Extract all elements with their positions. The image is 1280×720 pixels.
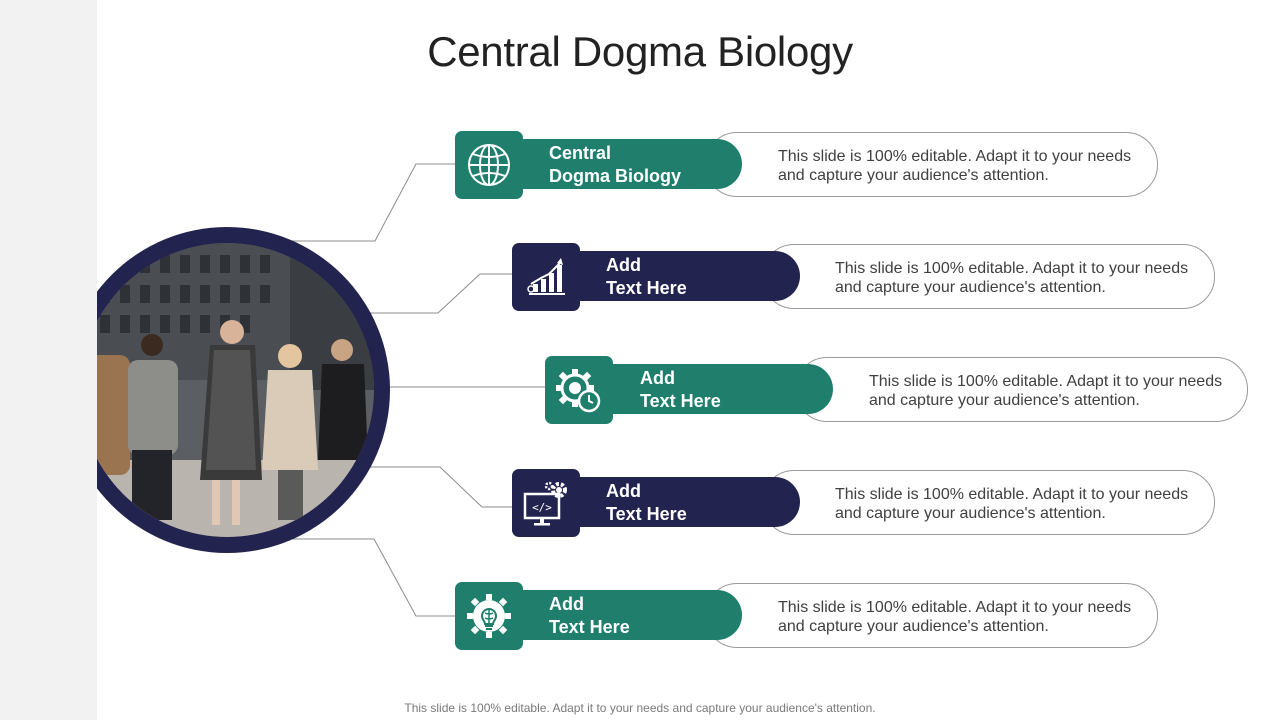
description-line-1: This slide is 100% editable. Adapt it to… [835,260,1189,277]
description-text: This slide is 100% editable. Adapt it to… [869,372,1222,410]
list-item: This slide is 100% editable. Adapt it to… [512,469,1217,537]
list-item: This slide is 100% editable. Adapt it to… [455,131,1160,199]
business-people-walking-photo [97,227,390,553]
item-label-line-2: Text Here [606,504,687,524]
description-text: This slide is 100% editable. Adapt it to… [835,259,1188,297]
item-label-line-2: Text Here [640,391,721,411]
code-monitor-icon: </> [523,481,567,526]
label-bar [605,364,833,414]
description-line-2: and capture your audience's attention. [835,505,1106,522]
item-label-line-1: Central [549,143,612,163]
item-label-line-1: Add [606,481,641,501]
description-pill: This slide is 100% editable. Adapt it to… [762,244,1215,309]
description-text: This slide is 100% editable. Adapt it to… [778,598,1131,636]
slide-title: Central Dogma Biology [427,28,853,75]
item-label: Add Text Here [640,367,721,413]
icon-box [512,243,580,311]
description-pill: This slide is 100% editable. Adapt it to… [705,132,1158,197]
item-label: Add Text Here [606,480,687,526]
item-label-line-1: Add [549,594,584,614]
photo-container [97,0,417,720]
icon-box: </> [512,469,580,537]
description-text: This slide is 100% editable. Adapt it to… [778,147,1131,185]
description-pill: This slide is 100% editable. Adapt it to… [705,583,1158,648]
description-line-1: This slide is 100% editable. Adapt it to… [778,148,1132,165]
svg-text:</>: </> [532,501,552,514]
item-label: Add Text Here [606,254,687,300]
connector-1 [290,163,455,242]
connector-4 [360,466,512,508]
label-bar [515,139,742,189]
description-line-2: and capture your audience's attention. [778,618,1049,635]
description-line-1: This slide is 100% editable. Adapt it to… [869,373,1223,390]
brain-bulb-icon [467,594,511,638]
item-label-line-2: Text Here [606,278,687,298]
icon-box [545,356,613,424]
item-label-line-2: Dogma Biology [549,166,682,186]
item-label: Central Dogma Biology [549,142,681,188]
list-item: This slide is 100% editable. Adapt it to… [545,356,1250,424]
connector-2 [355,273,512,314]
description-line-2: and capture your audience's attention. [869,392,1140,409]
label-bar [515,590,742,640]
description-line-1: This slide is 100% editable. Adapt it to… [778,599,1132,616]
footer-note: This slide is 100% editable. Adapt it to… [404,701,876,715]
left-margin-strip [0,0,97,720]
icon-box [455,582,523,650]
list-item: This slide is 100% editable. Adapt it to… [455,582,1160,650]
item-label-line-2: Text Here [549,617,630,637]
description-pill: This slide is 100% editable. Adapt it to… [795,357,1248,422]
globe-icon [468,144,510,186]
item-label: Add Text Here [549,593,630,639]
gear-clock-icon [556,369,601,413]
description-text: This slide is 100% editable. Adapt it to… [835,485,1188,523]
description-line-1: This slide is 100% editable. Adapt it to… [835,486,1189,503]
description-line-2: and capture your audience's attention. [778,167,1049,184]
growth-chart-icon [527,258,565,295]
item-label-line-1: Add [606,255,641,275]
icon-box [455,131,523,199]
label-bar [572,251,800,301]
connector-5 [290,538,455,617]
item-label-line-1: Add [640,368,675,388]
description-pill: This slide is 100% editable. Adapt it to… [762,470,1215,535]
list-item: This slide is 100% editable. Adapt it to… [512,243,1217,311]
label-bar [572,477,800,527]
description-line-2: and capture your audience's attention. [835,279,1106,296]
